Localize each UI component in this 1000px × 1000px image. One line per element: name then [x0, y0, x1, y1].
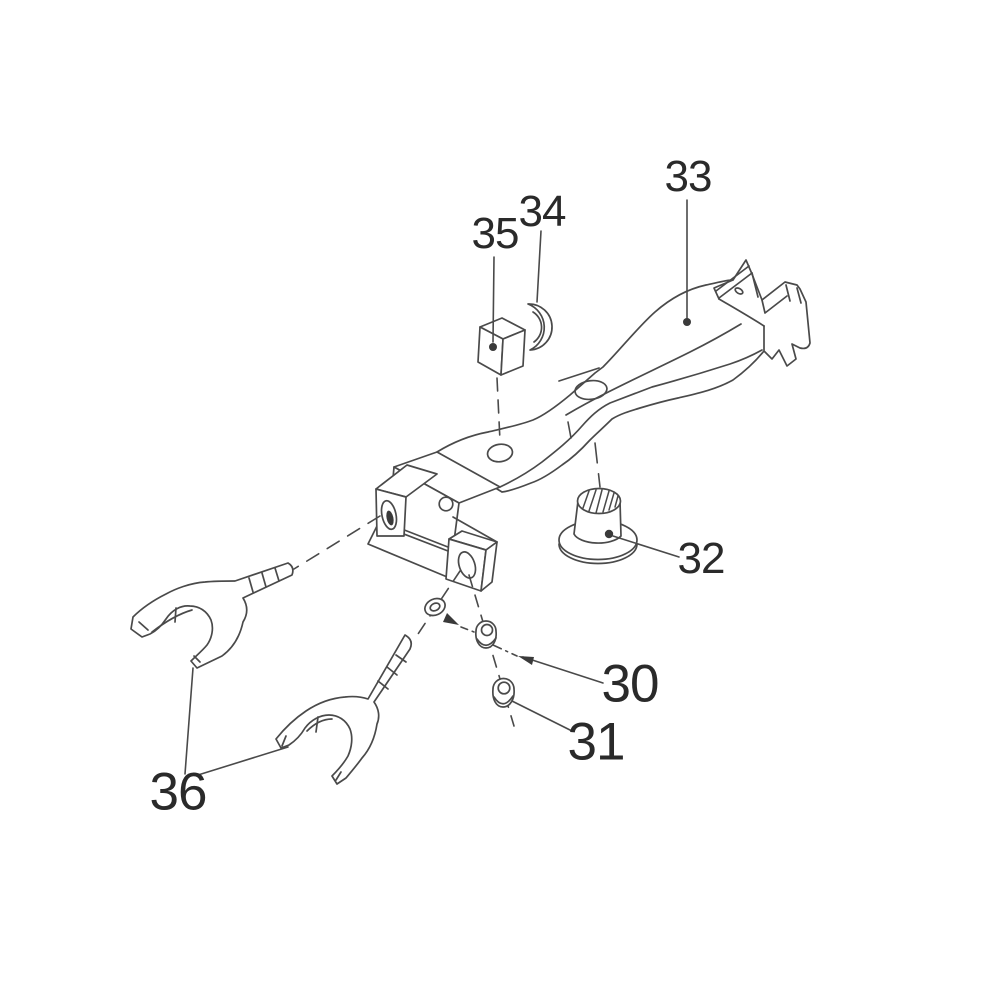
callout-label-32: 32 — [677, 534, 726, 583]
leader-35 — [492, 256, 495, 343]
nut31-top — [497, 681, 511, 695]
leader-lines — [184, 199, 691, 776]
callout-label-30: 30 — [601, 654, 660, 714]
bracket-pin-mark — [734, 287, 744, 295]
axis-block35-to-arm — [496, 377, 501, 442]
leader-30-arrowhead — [518, 656, 534, 665]
leader-32 — [612, 535, 680, 558]
slide-block-side — [500, 329, 526, 376]
fork-36-lower — [275, 634, 413, 785]
washer — [424, 597, 446, 617]
axis-cube-to-fork1 — [293, 515, 381, 570]
leader-33-dot — [683, 318, 691, 326]
callout-label-33: 33 — [664, 152, 713, 201]
nut-part-31 — [492, 677, 515, 708]
leader-34 — [536, 230, 542, 303]
leader-36-a — [184, 667, 194, 775]
arm-hole-front — [486, 443, 514, 463]
arm-bracket-details — [713, 265, 802, 351]
nut31-band — [493, 695, 514, 705]
block-screw-hole — [438, 496, 454, 512]
axis-nut30-dashdot — [492, 644, 518, 657]
lower-lug-hole — [457, 551, 477, 579]
clip-crescent — [527, 303, 553, 351]
washer-arrowhead — [443, 613, 459, 625]
clip-inner-line — [532, 311, 543, 343]
bushing-flange-thickness — [558, 543, 638, 565]
slide-block-part-35 — [477, 317, 526, 376]
callout-label-31: 31 — [567, 712, 626, 772]
fork1-details — [138, 567, 280, 663]
leader-31 — [511, 700, 573, 732]
fork2-body — [275, 634, 413, 785]
rocker-arm-part-33 — [436, 259, 811, 493]
callout-label-36: 36 — [149, 762, 208, 822]
fork-36-upper — [130, 562, 294, 669]
slide-block-leader-dot — [489, 343, 497, 351]
arm-top-face-edge — [499, 349, 763, 488]
clip-part-34 — [527, 303, 553, 351]
fork1-body — [130, 562, 294, 669]
leader-30 — [522, 656, 604, 684]
nut30-top — [480, 623, 494, 637]
fork2-details — [281, 654, 407, 781]
axis-arm-to-bushing — [594, 442, 601, 488]
axis-washer-arrow-dash — [460, 626, 475, 633]
bushing-leader-dot — [604, 529, 614, 539]
arm-hole-rear — [574, 379, 608, 401]
pivot-block-assembly — [367, 451, 501, 592]
nut-part-30 — [475, 620, 497, 649]
left-cube-hole-inner — [386, 510, 394, 526]
arm-far-edge — [558, 367, 600, 382]
nut30-band — [476, 637, 497, 647]
washer-inner — [429, 602, 441, 612]
leader-36-b — [197, 746, 289, 776]
block-edge-line — [452, 516, 498, 543]
bushing-part-32 — [558, 487, 638, 565]
axis-tick-under-arm — [567, 421, 572, 439]
bushing-knurl-hatch — [582, 489, 619, 514]
arm-outline — [436, 259, 811, 493]
callout-label-34: 34 — [518, 187, 567, 236]
callout-label-35: 35 — [471, 209, 520, 258]
lower-lug-side — [480, 541, 498, 592]
